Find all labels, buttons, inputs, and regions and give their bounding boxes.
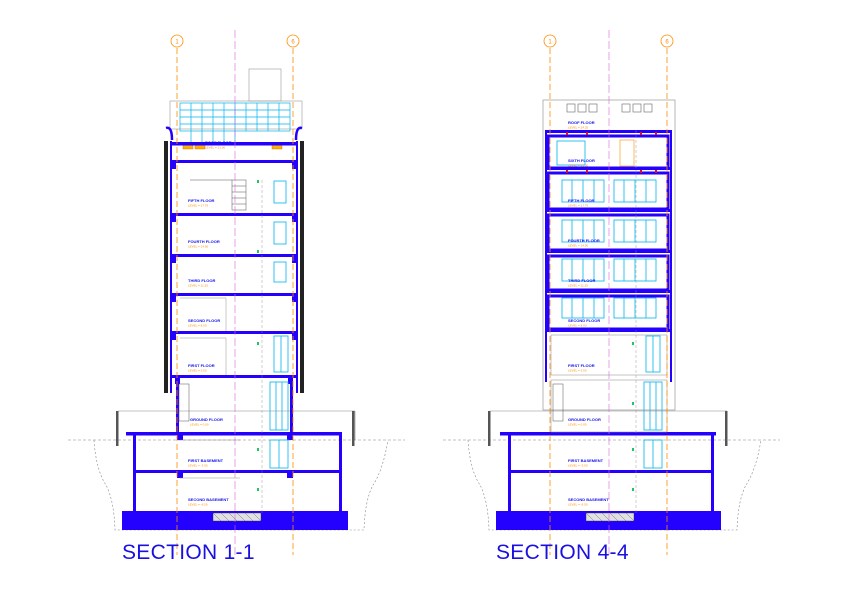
floor-label: ROOF FLOOR	[568, 120, 595, 125]
floor-level: LEVEL = 14.50	[188, 245, 208, 249]
section-title-1-1: SECTION 1-1	[122, 541, 255, 564]
floor-level: LEVEL = 8.00	[188, 324, 207, 328]
floor-level: LEVEL = 11.25	[568, 284, 588, 288]
floor-level: LEVEL = 21.00	[205, 146, 225, 150]
floor-label: SIXTH FLOOR	[568, 158, 595, 163]
tower-walls-1	[164, 141, 304, 393]
tower-walls-2	[545, 130, 672, 382]
floor-label: FIRST FLOOR	[568, 363, 595, 368]
bay-frames-2	[546, 134, 670, 331]
floor-label: SECOND FLOOR	[568, 318, 600, 323]
floor-level: LEVEL = 8.00	[568, 324, 587, 328]
grid-bubble-1-left: 1	[170, 34, 184, 48]
windows-1	[269, 180, 289, 469]
green-markers-1	[257, 180, 259, 491]
floor-label: FIRST BASEMENT	[188, 458, 224, 463]
sump-pit-1	[212, 512, 262, 522]
green-markers-2	[632, 342, 634, 491]
grid-bubble-2-right: 6	[660, 34, 674, 48]
grid-axes-1	[176, 30, 294, 555]
floor-label: GROUND FLOOR	[190, 417, 223, 422]
floor-level: LEVEL = 3.50	[568, 369, 587, 373]
floor-label: FIFTH FLOOR	[568, 198, 595, 203]
floor-labels-1: ROOF FLOOR LEVEL = 21.00 FIFTH FLOOR LEV…	[188, 140, 232, 507]
sump-pit-2	[585, 512, 635, 522]
section-4-4: 1 6 ROOF FLOOR LEVEL = 24.25 SIXTH FLOOR…	[443, 30, 780, 555]
roof-enclosure-1	[169, 100, 303, 130]
floor-label: SECOND BASEMENT	[568, 497, 609, 502]
floor-label: SECOND BASEMENT	[188, 497, 229, 502]
boundary-walls-2	[488, 411, 728, 446]
floor-label: FIRST FLOOR	[188, 363, 215, 368]
grid-axes-2	[549, 30, 668, 555]
sump-hatch-1	[212, 512, 262, 522]
floor-level: LEVEL = 17.75	[568, 204, 588, 208]
grid-bubble-label: 1	[175, 40, 179, 46]
floor-label: THIRD FLOOR	[188, 278, 215, 283]
floor-level: LEVEL = -6.50	[568, 503, 588, 507]
floor-level: LEVEL = -3.50	[568, 464, 588, 468]
boundary-walls-1	[116, 411, 355, 446]
roof-curve-left-1	[165, 126, 174, 141]
roof-stair-room-1	[248, 68, 282, 102]
floor-label: GROUND FLOOR	[568, 417, 601, 422]
floor-label: SECOND FLOOR	[188, 318, 220, 323]
grid-bubble-2-left: 1	[543, 34, 557, 48]
staircase-1	[190, 179, 247, 211]
windows-2	[556, 140, 663, 469]
roof-curve-right-1	[294, 126, 303, 141]
sump-hatch-2	[585, 512, 635, 522]
floor-label: FOURTH FLOOR	[568, 238, 600, 243]
grid-bubble-label: 6	[291, 40, 295, 46]
lower-walls-2	[508, 435, 714, 511]
floor-level: LEVEL = 3.50	[188, 369, 207, 373]
grid-bubble-1-right: 6	[286, 34, 300, 48]
floor-level: LEVEL = 11.25	[188, 284, 208, 288]
floor-level: LEVEL = -6.50	[188, 503, 208, 507]
ground-floor-door-1	[178, 383, 190, 422]
floor-level: LEVEL = -3.50	[188, 464, 208, 468]
slab-nubs-1	[171, 163, 297, 478]
lower-walls-1	[133, 378, 342, 511]
floor-label: FOURTH FLOOR	[188, 239, 220, 244]
floor-level: LEVEL = 14.50	[568, 244, 588, 248]
grid-bubble-label: 6	[665, 40, 669, 46]
grid-bubble-label: 1	[548, 40, 552, 46]
floor-level: LEVEL = 21.00	[568, 164, 588, 168]
floor-label: ROOF FLOOR	[205, 140, 232, 145]
floor-label: FIRST BASEMENT	[568, 458, 604, 463]
roof-door-2	[619, 139, 635, 167]
roof-vents-2	[566, 103, 653, 113]
floor-label: FIFTH FLOOR	[188, 198, 215, 203]
floor-level: LEVEL = 0.00	[190, 423, 209, 427]
red-markers-2	[566, 132, 657, 173]
section-1-1: 1 6 ROOF FLOOR LEVEL = 21.00 FIFTH FLOOR…	[68, 30, 405, 555]
floor-level: LEVEL = 17.75	[188, 204, 208, 208]
floor-labels-2: ROOF FLOOR LEVEL = 24.25 SIXTH FLOOR LEV…	[568, 120, 609, 507]
interior-lines-1	[180, 297, 240, 479]
floor-label: THIRD FLOOR	[568, 278, 595, 283]
floor-level: LEVEL = 24.25	[568, 126, 588, 130]
ground-floor-door-2	[552, 383, 564, 422]
section-title-4-4: SECTION 4-4	[496, 541, 629, 564]
floor-level: LEVEL = 0.00	[568, 423, 587, 427]
